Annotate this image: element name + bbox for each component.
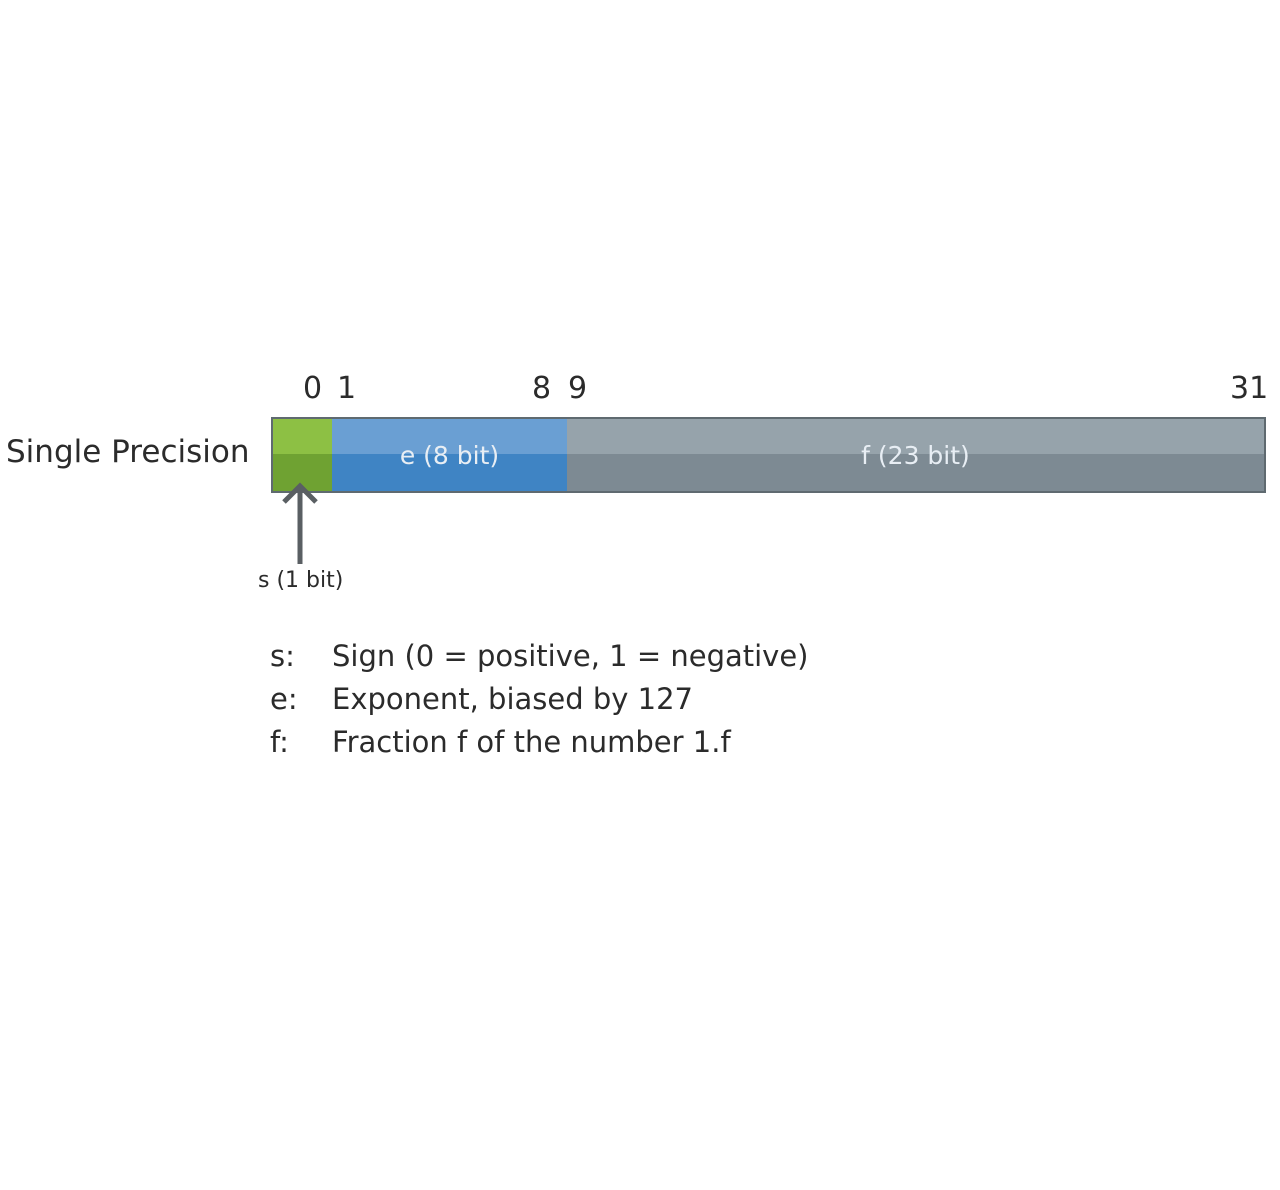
legend-key: e: <box>270 681 298 716</box>
legend-text: Fraction f of the number 1.f <box>332 724 731 759</box>
row-label-single-precision: Single Precision <box>6 434 250 470</box>
legend-item-fraction: f: Fraction f of the number 1.f <box>270 720 809 763</box>
fraction-segment-label: f (23 bit) <box>861 441 970 470</box>
bit-index-8: 8 <box>532 371 552 406</box>
legend-key: f: <box>270 724 289 759</box>
exponent-segment: e (8 bit) <box>332 419 567 491</box>
bit-layout-bar: e (8 bit) f (23 bit) <box>271 417 1266 493</box>
bit-index-0: 0 <box>303 371 323 406</box>
sign-caption: s (1 bit) <box>258 568 344 593</box>
legend-text: Exponent, biased by 127 <box>332 681 693 716</box>
exponent-segment-label: e (8 bit) <box>399 441 500 470</box>
bit-index-9: 9 <box>568 371 588 406</box>
legend: s: Sign (0 = positive, 1 = negative) e: … <box>270 634 809 763</box>
bit-index-1: 1 <box>337 371 357 406</box>
bit-index-31: 31 <box>1230 371 1269 406</box>
fraction-segment: f (23 bit) <box>567 419 1264 491</box>
legend-item-exponent: e: Exponent, biased by 127 <box>270 677 809 720</box>
legend-item-sign: s: Sign (0 = positive, 1 = negative) <box>270 634 809 677</box>
legend-text: Sign (0 = positive, 1 = negative) <box>332 638 809 673</box>
sign-segment <box>273 419 332 491</box>
legend-key: s: <box>270 638 295 673</box>
sign-arrow-icon <box>282 482 318 564</box>
